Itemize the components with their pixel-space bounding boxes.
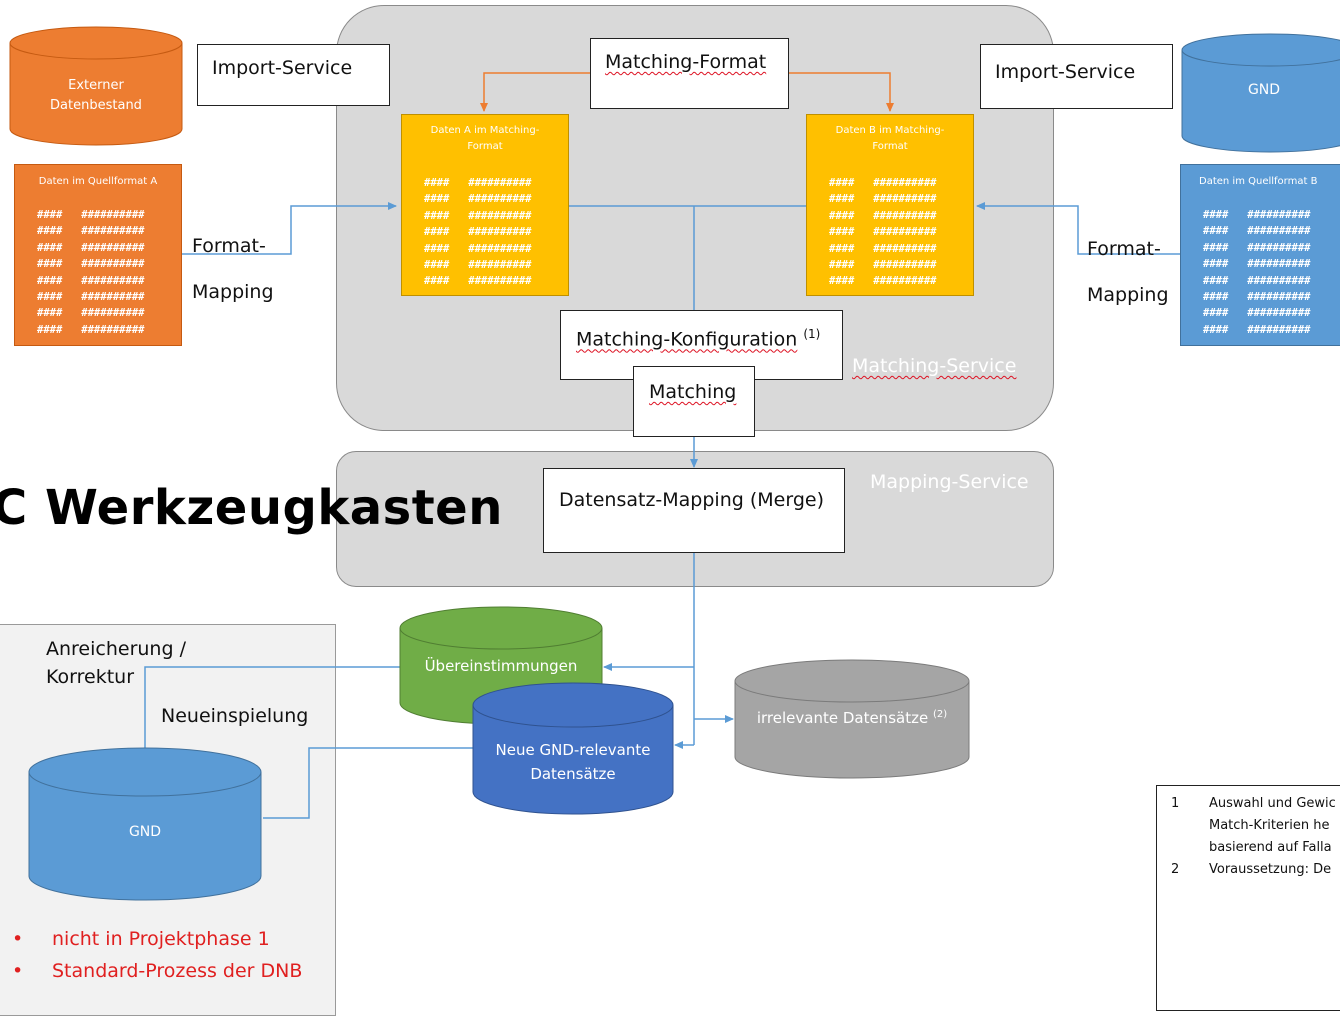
enrichment-line — [144, 666, 400, 772]
footnote-1-line-3: basierend auf Falla — [1209, 840, 1332, 855]
matching-a-rows: #### ########## #### ########## #### ###… — [424, 177, 532, 288]
matching-format-b-sheet: Daten B im Matching- Format #### #######… — [806, 114, 974, 296]
gnd-top-cylinder — [1181, 33, 1340, 153]
import-service-right-box: Import-Service — [980, 44, 1173, 109]
format-mapping-right-arrow — [976, 202, 1180, 255]
gnd-process-cylinder — [28, 747, 262, 901]
page-title: C Werkzeugkasten — [0, 480, 503, 536]
gnd-top-label: GND — [1247, 82, 1281, 98]
format-mapping-right-label: Format- Mapping — [1087, 238, 1169, 306]
footnote-box — [1156, 785, 1340, 1011]
new-import-label: Neueinspielung — [161, 705, 309, 727]
mapping-service-label: Mapping-Service — [870, 471, 1029, 493]
source-format-a-sheet: Daten im Quellformat A #### ########## #… — [14, 164, 182, 346]
matching-format-box: Matching-Format — [590, 38, 789, 109]
format-mapping-left-arrow — [182, 202, 397, 255]
matching-service-label: Matching-Service — [852, 355, 1017, 377]
external-data-cylinder — [9, 26, 183, 146]
format-to-sheet-a-arrow — [480, 72, 590, 112]
external-data-label: Externer Datenbestand — [50, 78, 142, 113]
source-format-b-sheet: Daten im Quellformat B #### ########## #… — [1180, 164, 1340, 346]
footnote-1-line-2: Match-Kriterien he — [1209, 818, 1330, 833]
new-import-line — [263, 747, 473, 819]
new-relevant-cylinder — [472, 682, 674, 815]
format-to-sheet-b-arrow — [788, 72, 894, 112]
matching-format-a-sheet: Daten A im Matching- Format #### #######… — [401, 114, 569, 296]
import-service-left-box: Import-Service — [197, 44, 390, 106]
source-a-rows: #### ########## #### ########## #### ###… — [37, 209, 145, 336]
new-relevant-label: Neue GND-relevante Datensätze — [495, 741, 651, 783]
enrichment-label: Anreicherung / Korrektur — [46, 638, 186, 688]
bullet-item: •nicht in Projektphase 1 — [12, 928, 270, 950]
format-mapping-left-label: Format- Mapping — [192, 235, 274, 303]
matching-box: Matching — [633, 366, 755, 437]
source-b-rows: #### ########## #### ########## #### ###… — [1203, 209, 1311, 336]
matches-label: Übereinstimmungen — [424, 657, 578, 675]
gnd-process-label: GND — [128, 824, 162, 840]
irrelevant-label: irrelevante Datensätze (2) — [756, 709, 948, 727]
merge-box: Datensatz-Mapping (Merge) — [543, 468, 845, 553]
bullet-item: •Standard-Prozess der DNB — [12, 960, 303, 982]
matching-b-rows: #### ########## #### ########## #### ###… — [829, 177, 937, 288]
irrelevant-cylinder — [734, 659, 970, 779]
